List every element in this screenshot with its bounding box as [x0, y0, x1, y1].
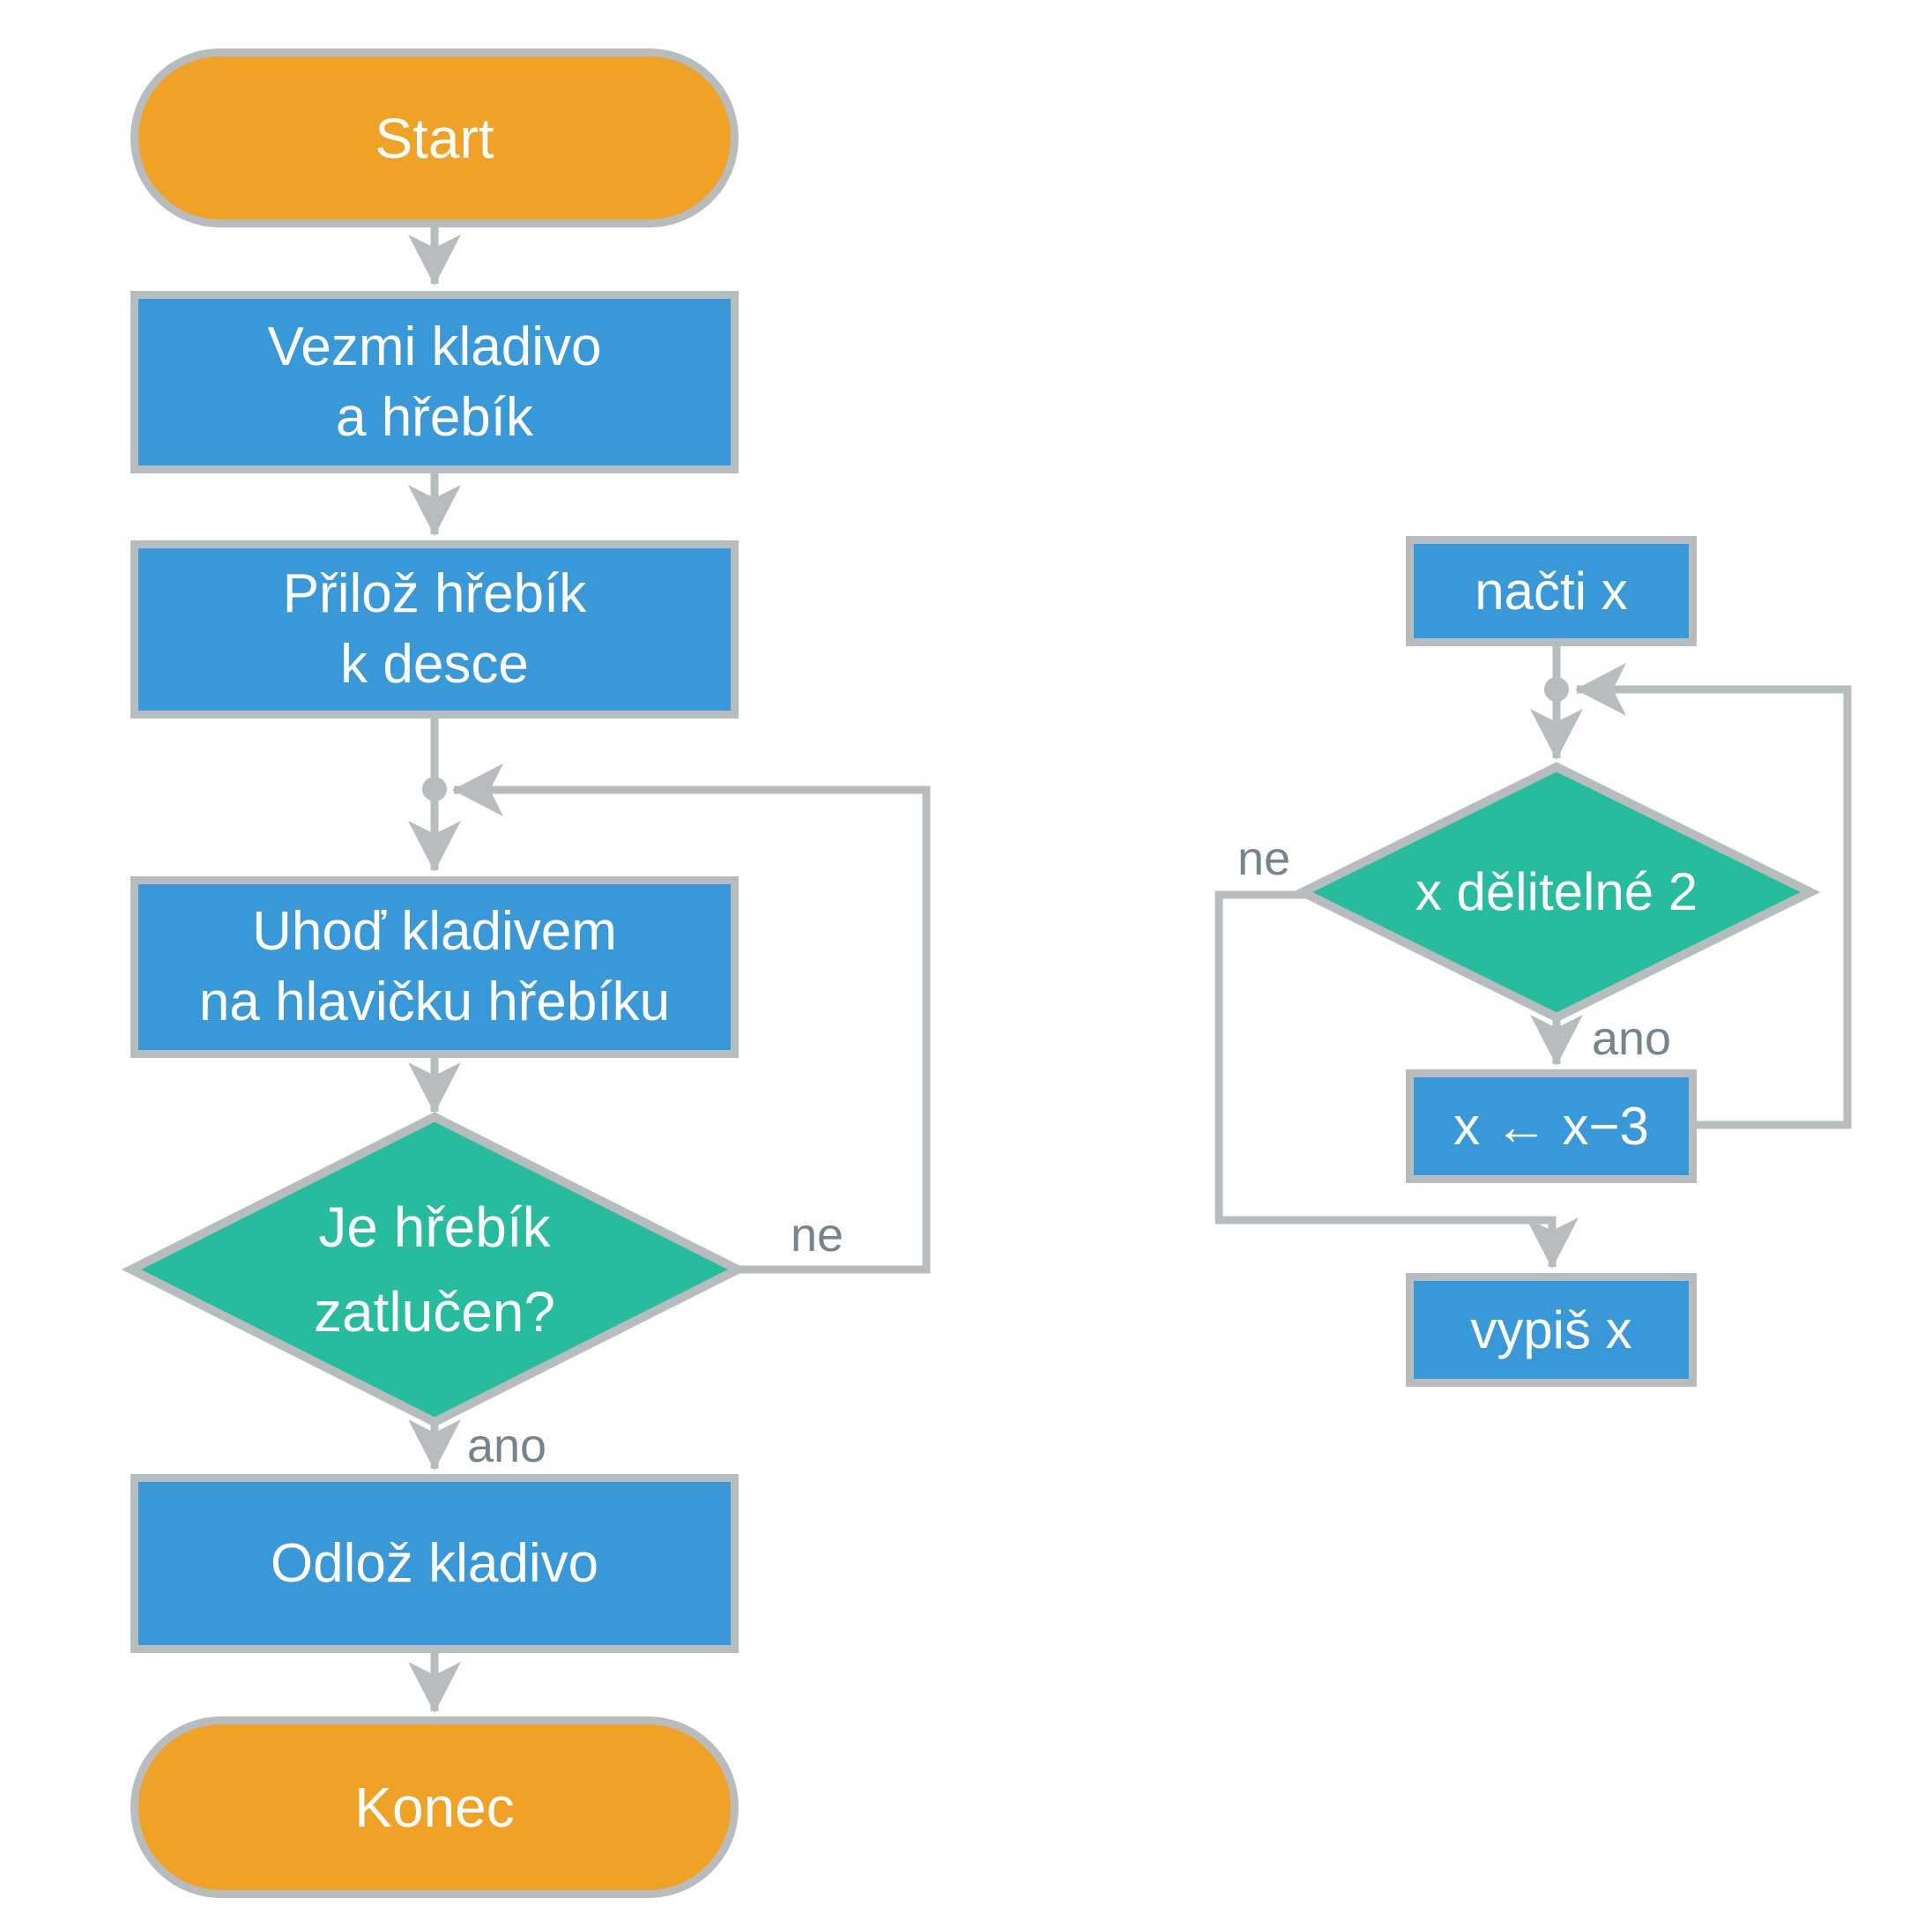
node-assign-x: x ← x−3: [1406, 1069, 1697, 1183]
decision-label-x-divisible: x dělitelné 2: [1415, 862, 1698, 921]
decision-diamond-right: [1292, 762, 1821, 1023]
node-hit-nail: Uhoď kladivem na hlavičku hřebíku: [130, 876, 739, 1058]
node-take-hammer: Vezmi kladivo a hřebík: [130, 291, 739, 473]
node-place-nail: Přilož hřebík k desce: [130, 540, 739, 719]
decision-label-nail-driven: Je hřebík zatlučen?: [314, 1195, 555, 1344]
decision-diamond-left: [121, 1112, 748, 1427]
edge-label-ano-left: ano: [466, 1419, 547, 1472]
node-start: Start: [130, 48, 739, 227]
node-end: Konec: [130, 1716, 739, 1898]
node-put-down-hammer: Odlož kladivo: [130, 1474, 739, 1653]
node-read-x: načti x: [1406, 536, 1697, 646]
edge-label-ano-right: ano: [1591, 1012, 1672, 1065]
edge-no-path-right: [1215, 890, 1579, 1269]
edge-no-loop-left: [452, 763, 931, 1274]
edge-label-ne-left: ne: [790, 1209, 844, 1262]
edge-label-ne-right: ne: [1237, 832, 1291, 885]
edge-yes-loop-right: [1575, 663, 1852, 1129]
node-print-x: vypiš x: [1406, 1273, 1697, 1387]
junction-dot-left: [422, 777, 447, 801]
junction-dot-right: [1544, 677, 1569, 702]
